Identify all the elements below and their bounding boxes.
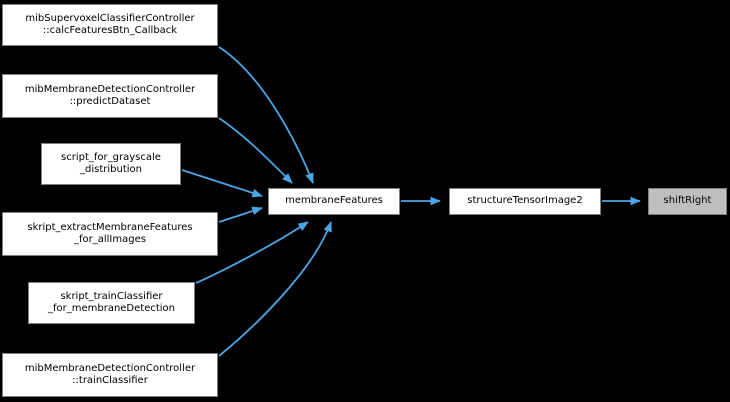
call-edge	[218, 220, 332, 357]
call-edge	[218, 117, 293, 184]
call-edge	[218, 206, 264, 223]
graph-node-label: shiftRight	[663, 195, 712, 207]
call-edge	[218, 46, 314, 185]
call-edge	[181, 169, 264, 198]
graph-node-shiftRight[interactable]: shiftRight	[648, 188, 727, 215]
graph-node-skriptTrain[interactable]: skript_trainClassifier _for_membraneDete…	[28, 282, 195, 324]
graph-node-predictDataset[interactable]: mibMembraneDetectionController ::predict…	[2, 74, 218, 118]
graph-node-label: skript_extractMembraneFeatures _for_allI…	[27, 221, 193, 246]
graph-node-label: skript_trainClassifier _for_membraneDete…	[47, 290, 176, 315]
graph-node-calcFeaturesBtn[interactable]: mibSupervoxelClassifierController ::calc…	[2, 4, 218, 46]
graph-node-label: script_for_grayscale _distribution	[61, 151, 161, 176]
graph-node-skriptExtract[interactable]: skript_extractMembraneFeatures _for_allI…	[2, 212, 218, 256]
graph-node-label: membraneFeatures	[285, 195, 383, 207]
graph-node-label: mibMembraneDetectionController ::trainCl…	[24, 362, 196, 387]
graph-node-structureTensorImage2[interactable]: structureTensorImage2	[449, 188, 601, 215]
graph-node-membraneFeatures[interactable]: membraneFeatures	[268, 188, 400, 215]
graph-node-label: structureTensorImage2	[467, 195, 583, 207]
graph-node-label: mibMembraneDetectionController ::predict…	[24, 83, 196, 108]
graph-node-trainClassifier[interactable]: mibMembraneDetectionController ::trainCl…	[2, 353, 218, 397]
graph-node-label: mibSupervoxelClassifierController ::calc…	[25, 12, 195, 37]
graph-node-scriptGrayscale[interactable]: script_for_grayscale _distribution	[41, 143, 181, 185]
